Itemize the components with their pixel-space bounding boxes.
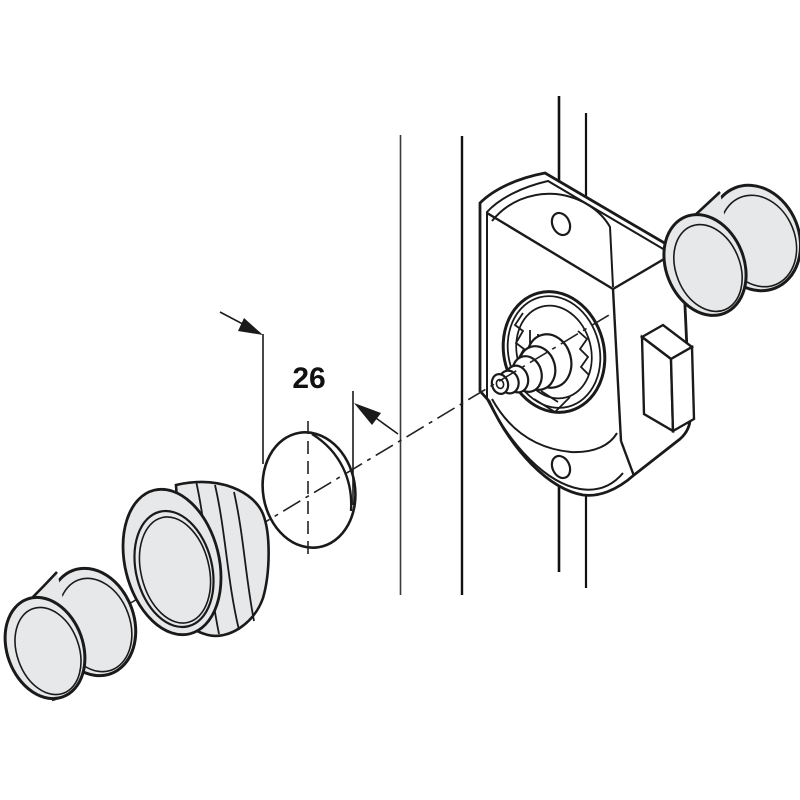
bottom-wing-arch [491,398,618,454]
case-bottom-corner-edge [619,440,636,477]
knob-trim-ring [121,480,270,638]
latch-bolt [639,323,696,434]
trim-ring-flange [121,487,223,637]
arrowhead-right-icon [354,403,381,425]
outer-knob-front-rim [14,606,82,696]
case-front-right-edge [611,288,623,442]
cam-rosette [490,290,607,414]
inner-knob-front-rim [673,223,743,313]
trim-ring-recess-inner [138,516,212,624]
inner-knob-front-disc [662,213,748,317]
cam-detail-right [577,330,590,376]
cam-detail-bottom [533,390,571,414]
outer-knob [3,566,138,702]
drill-hole-back-edge [311,432,353,512]
drill-hole [261,431,357,549]
dimension-value-label: 26 [292,362,325,395]
dimension-annotation: 26 [219,311,399,558]
push-lock-body [478,171,696,497]
top-wing-arch [491,192,614,288]
arrowhead-left-icon [238,318,263,335]
drill-hole-front-edge [261,431,357,549]
inner-knob [662,183,800,317]
rosette-inner-ring [506,295,602,409]
screw-hole-top [550,211,572,237]
plate-front-edge-bottom [486,398,624,491]
case-top-edge [486,211,614,291]
plate-front-edge-top [486,179,671,399]
trim-ring-recess-outer [133,509,215,629]
spindle-tip-bore [495,378,505,390]
stepped-spindle [490,333,573,395]
latch-bolt-side-face [669,344,696,434]
assembly-centerline [128,311,615,605]
screw-hole-bottom [550,454,572,480]
